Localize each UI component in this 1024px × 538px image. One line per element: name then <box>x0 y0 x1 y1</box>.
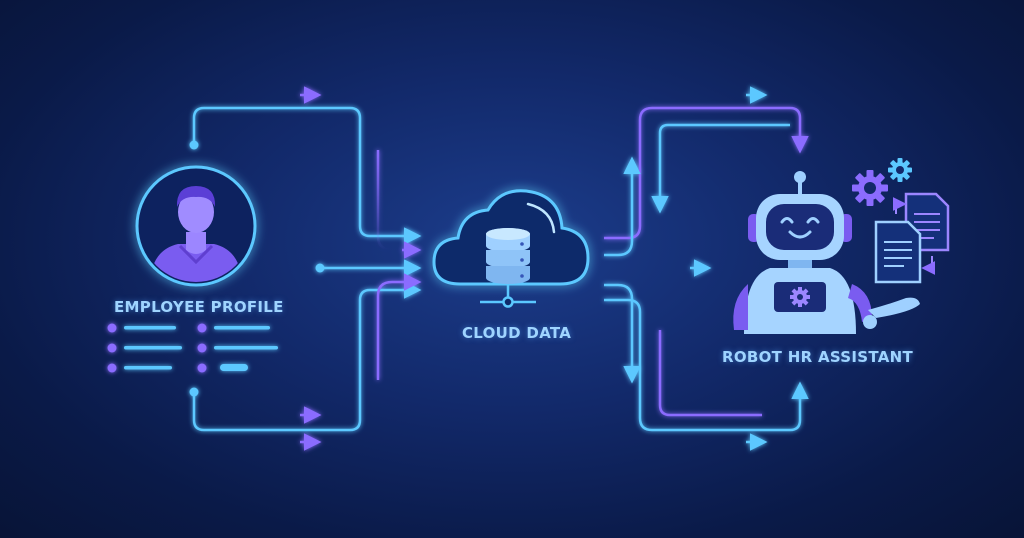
cloud-data-label: CLOUD DATA <box>462 324 572 342</box>
document-icon <box>874 220 922 284</box>
cloud-database-icon <box>432 189 590 308</box>
employee-profile-label: EMPLOYEE PROFILE <box>114 298 284 316</box>
gear-icon <box>852 170 888 206</box>
left-connectors <box>189 86 422 451</box>
robot-icon <box>733 171 920 334</box>
profile-details-list <box>107 323 278 373</box>
arrow-icon <box>892 197 936 275</box>
right-connectors <box>604 86 809 451</box>
robot-hr-assistant-label: ROBOT HR ASSISTANT <box>722 348 914 366</box>
user-avatar-icon <box>135 165 257 287</box>
gear-icon <box>888 158 912 182</box>
